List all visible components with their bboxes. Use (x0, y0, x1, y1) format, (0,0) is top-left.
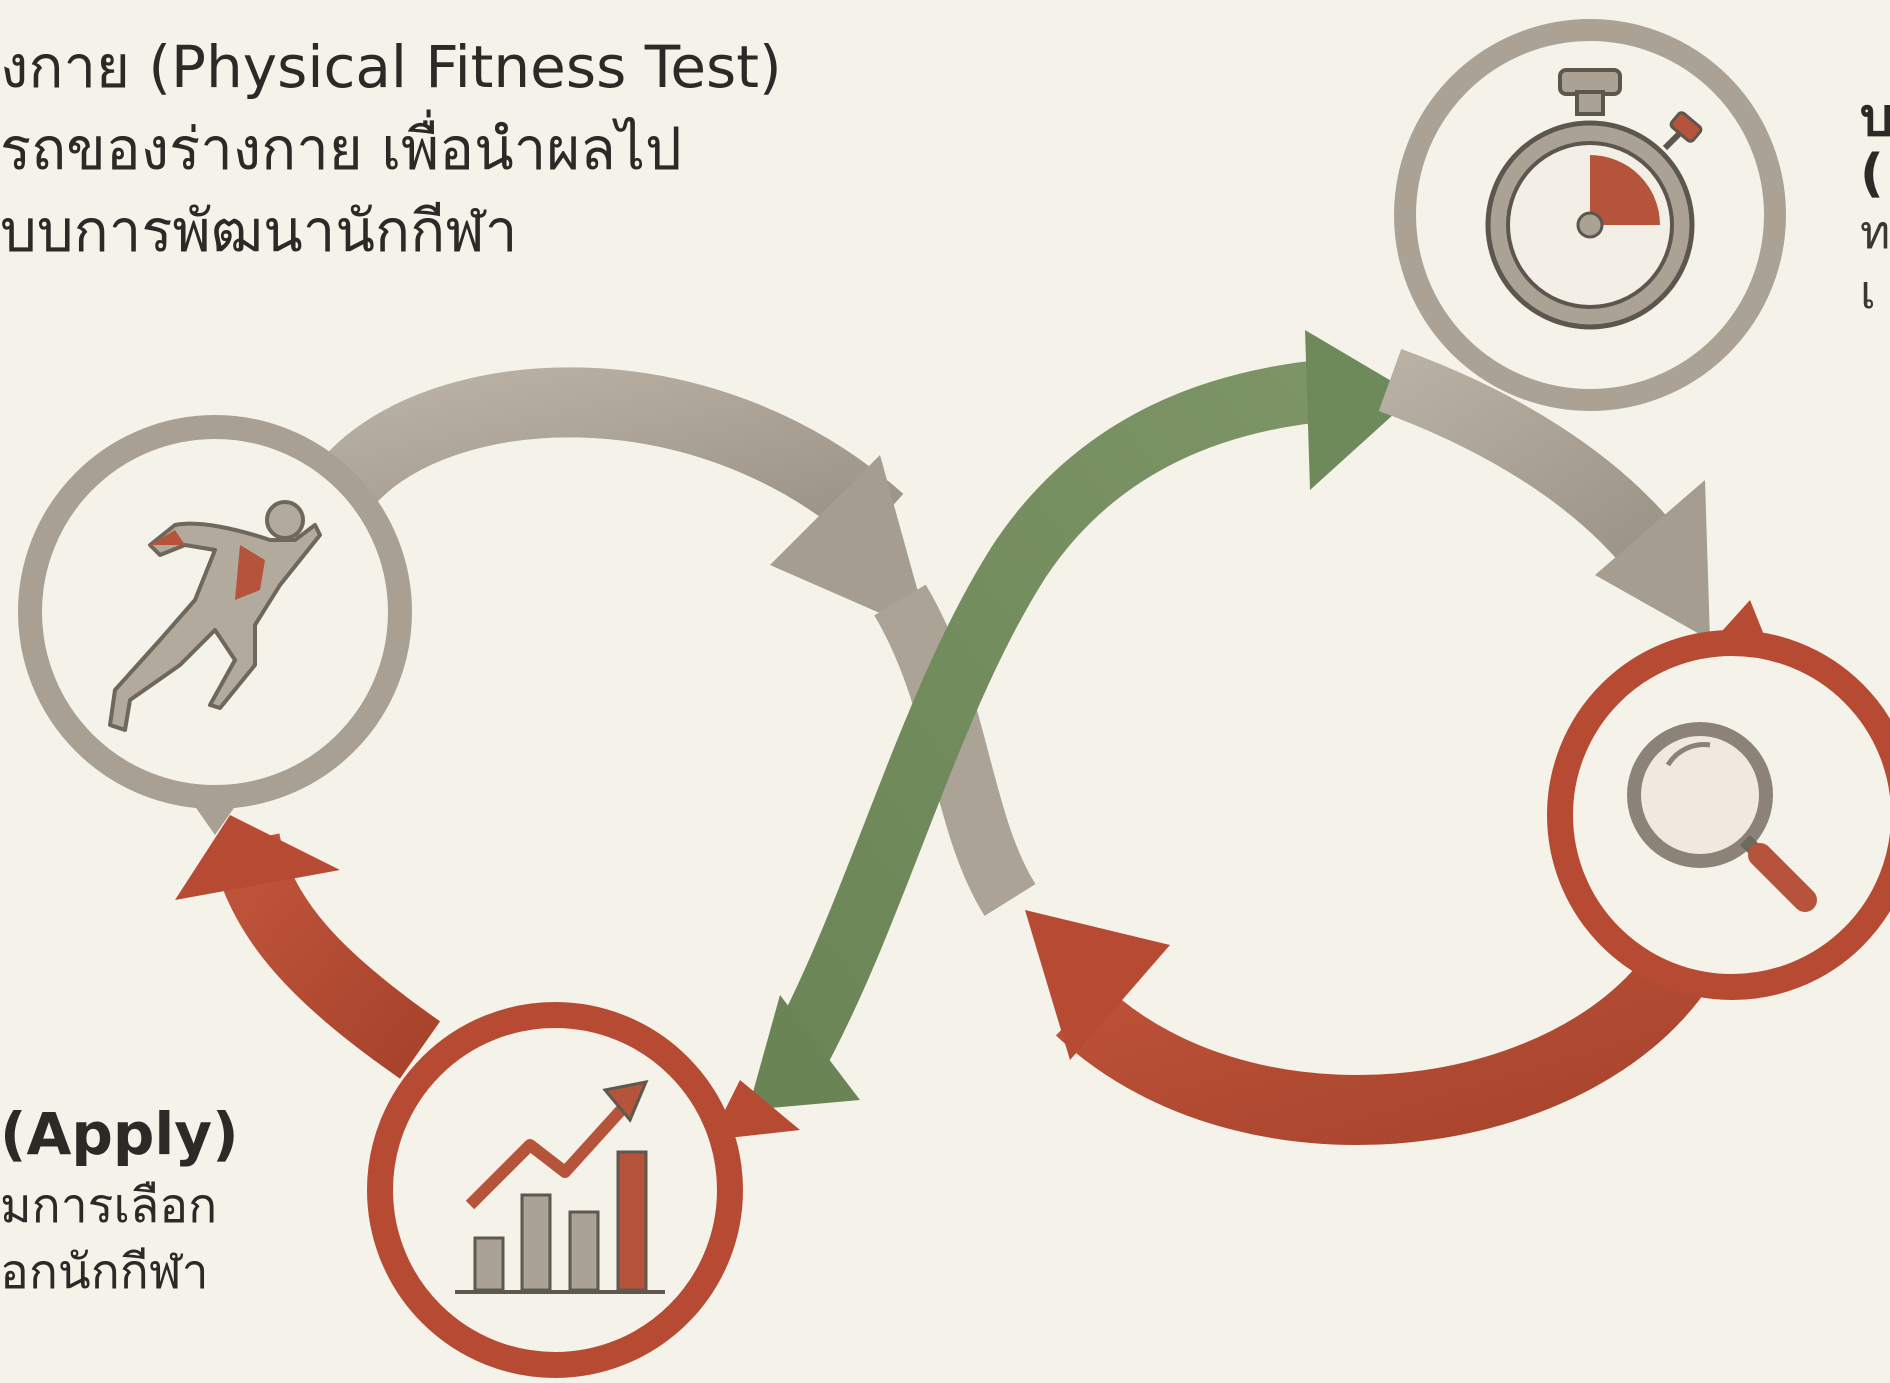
right-text-line-4: เ (1860, 265, 1876, 319)
chart-growth-icon (455, 1079, 665, 1294)
apply-line-2: อกนักกีฬา (0, 1244, 209, 1300)
right-text-line-3: ท (1860, 205, 1890, 259)
node-magnifier (1547, 600, 1890, 1000)
arrow-magnifier-to-center (1025, 910, 1733, 1145)
intro-text: งกาย (Physical Fitness Test) รถของร่างกา… (0, 26, 860, 272)
apply-title: (Apply) (0, 1100, 239, 1168)
intro-line-2: รถของร่างกาย เพื่อนำผลไป (0, 115, 682, 183)
arrow-runner-to-center (324, 367, 930, 635)
magnifier-icon (1627, 722, 1817, 912)
runner-icon (108, 500, 322, 732)
right-text: บ ( ท เ (1860, 90, 1890, 322)
node-stopwatch (1394, 19, 1786, 411)
intro-line-3: บบการพัฒนานักกีฬา (0, 197, 518, 265)
apply-text: (Apply) มการเลือก อกนักกีฬา (0, 1095, 240, 1305)
arrow-green-cycle (748, 330, 1415, 1110)
right-text-line-1: บ (1860, 90, 1890, 148)
node-runner (18, 415, 412, 835)
stopwatch-icon (1485, 68, 1703, 330)
node-growth-chart (367, 1002, 800, 1378)
arrow-stopwatch-to-magnifier (1378, 348, 1710, 640)
arrow-center-crossing (874, 584, 1036, 916)
apply-line-1: มการเลือก (0, 1178, 218, 1234)
arrow-chart-to-runner (175, 815, 441, 1079)
right-text-line-2: ( (1860, 144, 1884, 204)
intro-line-1: งกาย (Physical Fitness Test) (0, 33, 782, 101)
